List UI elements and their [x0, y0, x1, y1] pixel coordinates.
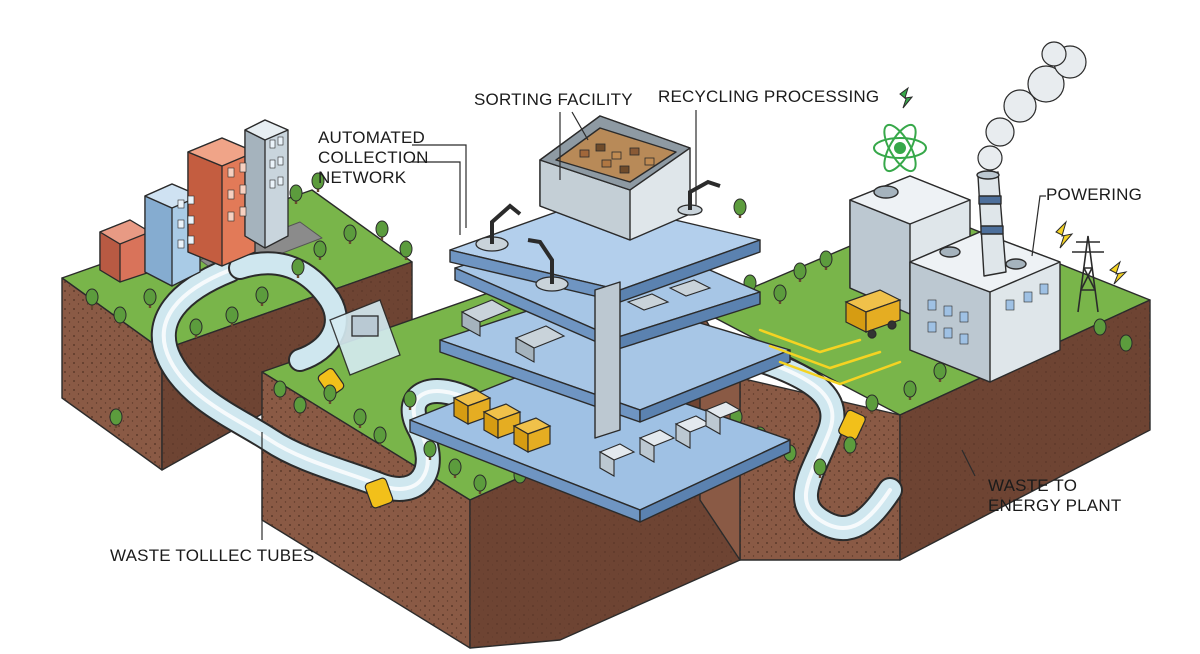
tree: [448, 458, 462, 478]
tree: [933, 362, 947, 382]
power-pylon-icon: [1072, 235, 1104, 313]
tree: [733, 198, 747, 218]
label-line: AUTOMATED: [318, 128, 425, 147]
automated-collection-network-label: AUTOMATED COLLECTION NETWORK: [318, 128, 429, 188]
tree: [373, 426, 387, 446]
tree: [473, 474, 487, 494]
robot-arms: [475, 179, 721, 292]
yellow-carts: [452, 389, 552, 454]
tree: [113, 306, 127, 326]
tree: [1119, 334, 1133, 354]
transfer-station: [329, 299, 401, 376]
tree: [1093, 318, 1107, 338]
tree: [865, 394, 879, 414]
tree: [189, 318, 203, 338]
building-windows: [177, 136, 284, 249]
label-line: COLLECTION: [318, 148, 429, 167]
label-line: ENERGY PLANT: [988, 496, 1122, 515]
tree: [291, 258, 305, 278]
smoke-cloud: [977, 41, 1087, 171]
tree: [85, 288, 99, 308]
tree: [813, 458, 827, 478]
tree: [273, 380, 287, 400]
tree: [289, 184, 303, 204]
recycling-processing-label: RECYCLING PROCESSING: [658, 87, 880, 106]
tree: [819, 250, 833, 270]
plant-windows: [927, 283, 1049, 345]
atom-icon: [873, 123, 927, 173]
sorting-bins-contents: [579, 143, 655, 174]
tree: [143, 288, 157, 308]
tree: [255, 286, 269, 306]
city-buildings: [99, 119, 289, 287]
tree: [225, 306, 239, 326]
central-facility: [409, 115, 791, 523]
label-line: NETWORK: [318, 168, 407, 187]
powering-label: POWERING: [1046, 185, 1143, 204]
tree: [375, 220, 389, 240]
tree: [293, 396, 307, 416]
garbage-truck-icon: [844, 289, 902, 339]
waste-to-energy-plant-label: WASTE TO ENERGY PLANT: [988, 476, 1121, 516]
processing-bins: [460, 279, 712, 363]
tree: [399, 240, 413, 260]
compactor-units: [598, 401, 742, 477]
tree: [773, 284, 787, 304]
trees: [85, 172, 1133, 494]
lightning-bolt-icon: [899, 86, 1128, 285]
power-plant: [849, 170, 1061, 383]
tree: [353, 408, 367, 428]
tree: [843, 436, 857, 456]
tree: [313, 240, 327, 260]
waste-tubes-label: WASTE TOLLLEC TUBES: [110, 546, 315, 565]
label-line: WASTE TO: [988, 476, 1078, 495]
tree: [323, 384, 337, 404]
energy-flow-lines: [758, 328, 902, 386]
sorting-facility-label: SORTING FACILITY: [474, 90, 633, 109]
tree: [311, 172, 325, 192]
tree: [109, 408, 123, 428]
tree: [403, 390, 417, 410]
tree: [423, 440, 437, 460]
tube-bands: [317, 367, 866, 509]
tree: [343, 224, 357, 244]
tree: [793, 262, 807, 282]
leader-lines: [261, 110, 1046, 540]
tree: [903, 380, 917, 400]
